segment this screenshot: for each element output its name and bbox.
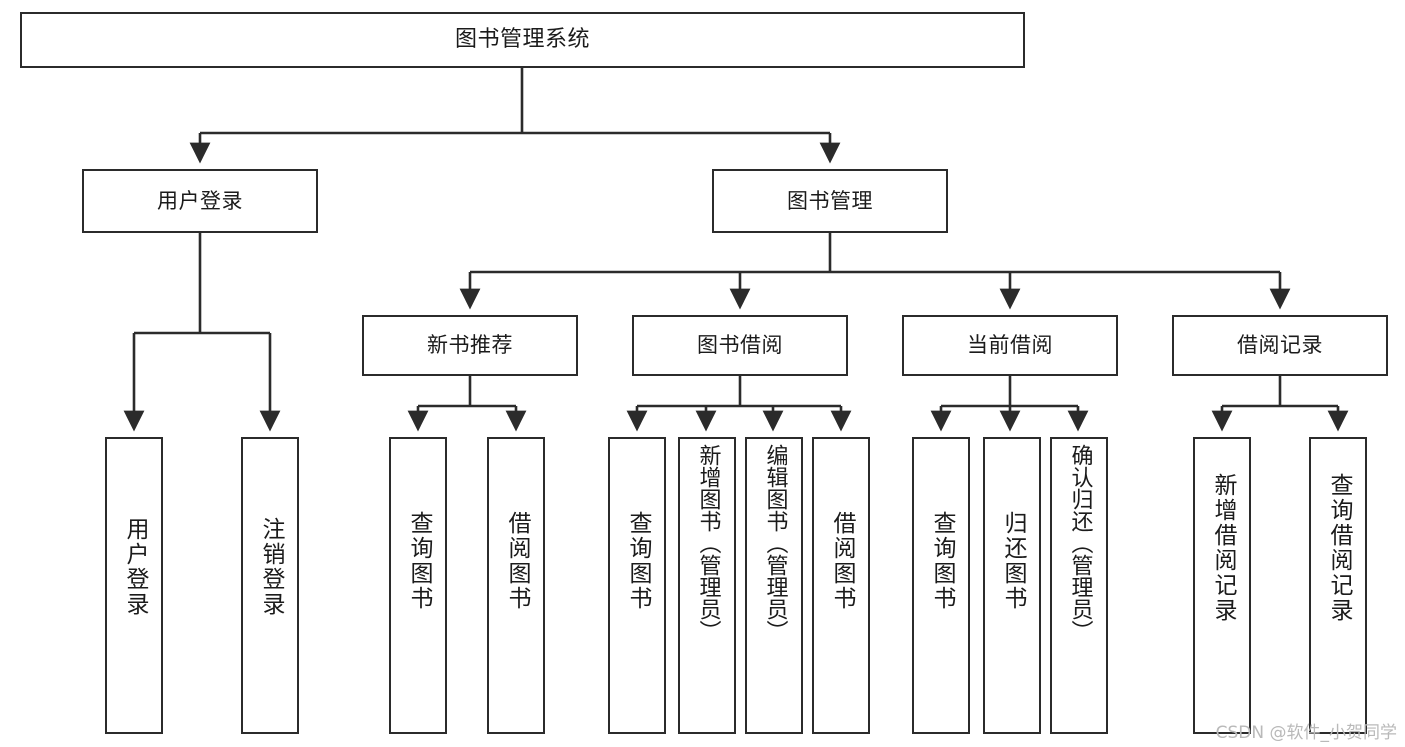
node-borrow-record-label: 借阅记录 xyxy=(1237,333,1323,358)
leaf-user-login[interactable]: 用户登录 xyxy=(105,437,163,734)
node-new-book-rec-label: 新书推荐 xyxy=(427,333,513,358)
leaf-query-book-3-label: 查询图书 xyxy=(928,511,955,611)
node-book-borrow-label: 图书借阅 xyxy=(697,333,783,358)
leaf-query-book-1[interactable]: 查询图书 xyxy=(389,437,447,734)
leaf-query-book-1-label: 查询图书 xyxy=(405,511,432,611)
node-root[interactable]: 图书管理系统 xyxy=(20,12,1025,68)
leaf-add-book-label: 新增图书（管理员） xyxy=(695,444,721,642)
node-borrow-record[interactable]: 借阅记录 xyxy=(1172,315,1388,376)
node-user-login[interactable]: 用户登录 xyxy=(82,169,318,233)
leaf-borrow-book-1[interactable]: 借阅图书 xyxy=(487,437,545,734)
leaf-borrow-book-1-label: 借阅图书 xyxy=(503,511,530,611)
leaf-edit-book[interactable]: 编辑图书（管理员） xyxy=(745,437,803,734)
node-new-book-rec[interactable]: 新书推荐 xyxy=(362,315,578,376)
leaf-logout-label: 注销登录 xyxy=(257,517,284,617)
leaf-logout[interactable]: 注销登录 xyxy=(241,437,299,734)
node-current-borrow[interactable]: 当前借阅 xyxy=(902,315,1118,376)
leaf-query-book-2-label: 查询图书 xyxy=(624,511,651,611)
leaf-query-record[interactable]: 查询借阅记录 xyxy=(1309,437,1367,734)
node-book-borrow[interactable]: 图书借阅 xyxy=(632,315,848,376)
leaf-query-record-label: 查询借阅记录 xyxy=(1325,473,1352,623)
node-current-borrow-label: 当前借阅 xyxy=(967,333,1053,358)
leaf-query-book-3[interactable]: 查询图书 xyxy=(912,437,970,734)
leaf-add-book[interactable]: 新增图书（管理员） xyxy=(678,437,736,734)
leaf-confirm-return-label: 确认归还（管理员） xyxy=(1067,444,1093,642)
node-book-manage[interactable]: 图书管理 xyxy=(712,169,948,233)
leaf-borrow-book-2-label: 借阅图书 xyxy=(828,511,855,611)
leaf-user-login-label: 用户登录 xyxy=(121,517,148,617)
leaf-return-book-label: 归还图书 xyxy=(999,511,1026,611)
watermark: CSDN @软件_小贺同学 xyxy=(1215,723,1397,743)
leaf-return-book[interactable]: 归还图书 xyxy=(983,437,1041,734)
leaf-confirm-return[interactable]: 确认归还（管理员） xyxy=(1050,437,1108,734)
node-book-manage-label: 图书管理 xyxy=(787,188,873,213)
leaf-edit-book-label: 编辑图书（管理员） xyxy=(762,444,788,642)
leaf-add-record-label: 新增借阅记录 xyxy=(1209,473,1236,623)
leaf-add-record[interactable]: 新增借阅记录 xyxy=(1193,437,1251,734)
leaf-borrow-book-2[interactable]: 借阅图书 xyxy=(812,437,870,734)
node-root-label: 图书管理系统 xyxy=(454,27,590,53)
leaf-query-book-2[interactable]: 查询图书 xyxy=(608,437,666,734)
node-user-login-label: 用户登录 xyxy=(157,188,243,213)
